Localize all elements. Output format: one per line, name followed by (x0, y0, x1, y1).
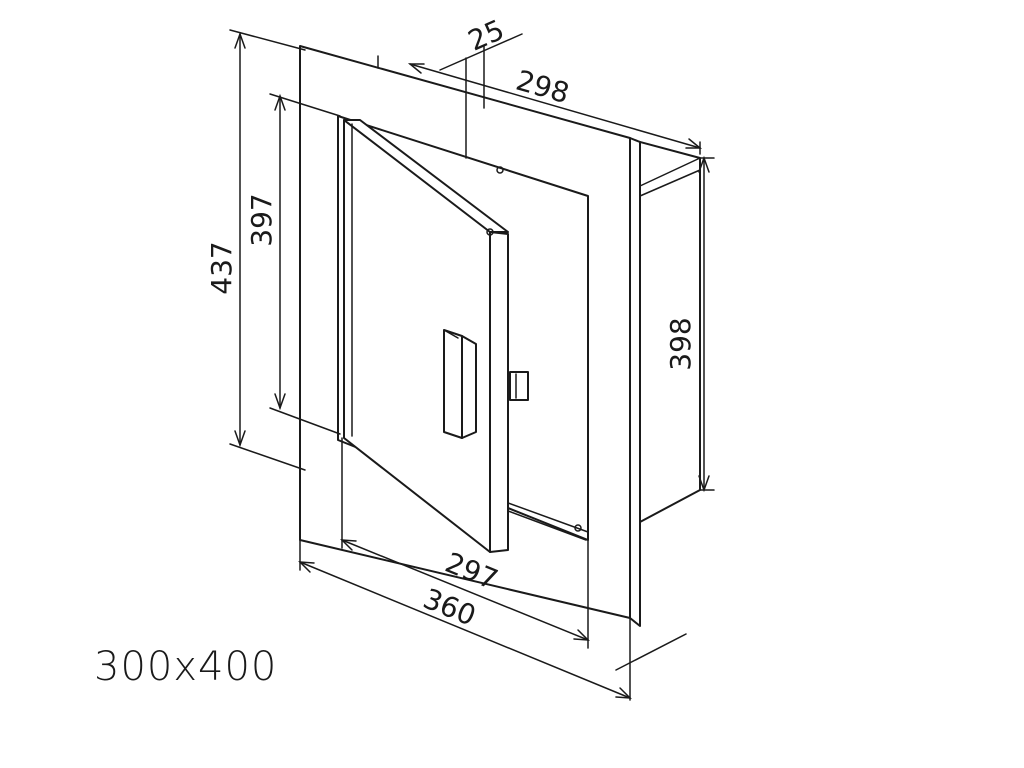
dimension-label-inner-height: 397 (245, 193, 278, 246)
dimension-outer-height: 437 (205, 29, 306, 471)
dimension-label-outer-width: 360 (419, 582, 481, 633)
dimension-inner-height: 397 (245, 93, 341, 435)
product-size-caption: 300x400 (94, 644, 278, 690)
latch-bolt (509, 371, 529, 401)
door-panel (343, 119, 509, 553)
dimension-box-height: 398 (664, 155, 715, 493)
door-handle (443, 329, 477, 439)
dimension-label-box-width: 298 (512, 64, 572, 110)
dimension-label-frame-depth: 25 (463, 13, 509, 58)
dimension-label-box-height: 398 (664, 317, 697, 370)
dimension-label-outer-height: 437 (205, 241, 238, 294)
